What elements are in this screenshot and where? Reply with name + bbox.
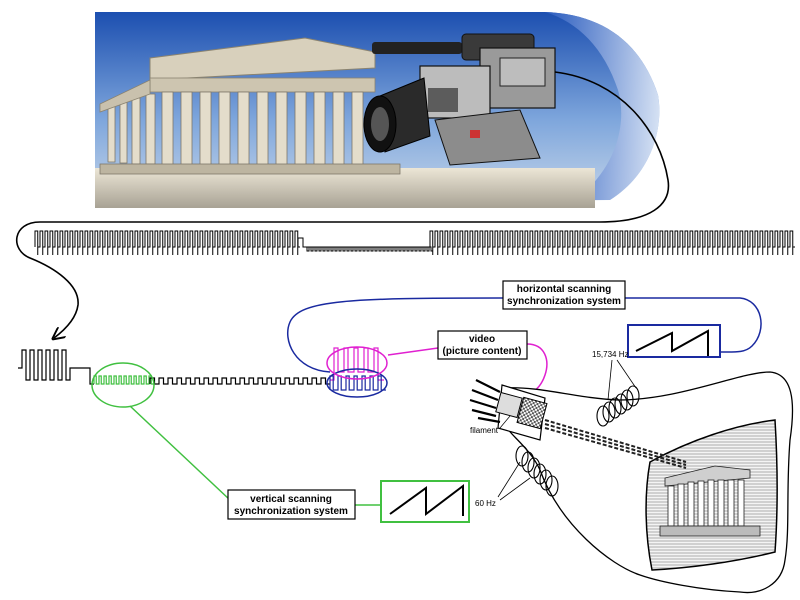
horizontal-frequency-label: 15,734 Hz	[592, 350, 628, 359]
vertical-deflection-coil	[515, 445, 559, 497]
parthenon-temple	[99, 37, 401, 175]
parthenon-photo	[95, 12, 660, 208]
tube-pins	[469, 379, 501, 424]
gun-grid	[516, 396, 548, 430]
video-label-1: video	[469, 334, 495, 345]
electron-gun	[495, 391, 523, 419]
video-box	[437, 330, 528, 360]
vertical-sync-label-2: synchronization system	[234, 506, 348, 517]
vertical-sync-path	[129, 405, 231, 501]
horizontal-sawtooth-box	[627, 324, 721, 358]
video-label-2: (picture content)	[443, 346, 522, 357]
vertical-frequency-label: 60 Hz	[475, 499, 496, 508]
frequency-pointers	[497, 359, 637, 501]
screen-parthenon	[659, 465, 761, 537]
video-ellipse	[326, 346, 388, 380]
video-camera-icon	[363, 33, 556, 166]
horizontal-deflection-coil	[596, 385, 640, 427]
composite-signal-top	[34, 230, 795, 255]
vertical-sync-box	[227, 489, 356, 520]
camera-cable	[15, 71, 670, 338]
horizontal-sync-ellipse	[326, 368, 388, 398]
page-curl	[545, 12, 660, 200]
electron-beams	[544, 419, 687, 469]
vertical-sawtooth-box	[380, 480, 470, 523]
filament-label: filament	[470, 426, 499, 435]
horizontal-sync-box	[502, 280, 626, 310]
vertical-sync-label-1: vertical scanning	[250, 494, 332, 505]
horizontal-sync-label-2: synchronization system	[507, 296, 621, 307]
horizontal-sync-path	[286, 297, 762, 373]
crt-tube-icon	[469, 371, 794, 594]
horizontal-sync-label-1: horizontal scanning	[517, 284, 611, 295]
composite-signal-detail	[18, 347, 386, 391]
vertical-sync-ellipse	[91, 362, 155, 408]
